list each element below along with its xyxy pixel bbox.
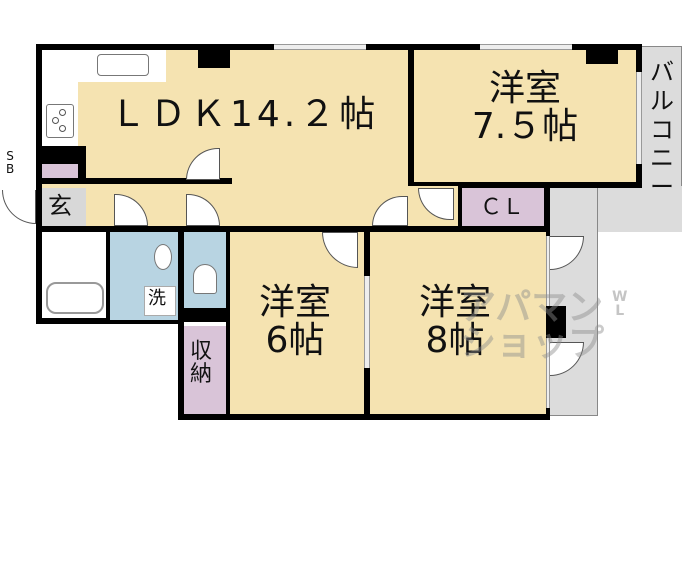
wall-hall-top — [42, 178, 232, 184]
room-label-ldk: ＬＤＫ14.２帖 — [110, 94, 380, 135]
wall-toilet-bottom — [178, 308, 228, 322]
wall-bottom — [178, 414, 550, 420]
wall-ldk-w1 — [408, 44, 414, 186]
pillar — [586, 44, 618, 64]
room-label-entrance: 玄 — [48, 192, 72, 220]
pillar — [546, 306, 566, 338]
stove-icon — [46, 104, 74, 138]
wall-w1-bottom — [408, 182, 642, 188]
washbasin-icon — [154, 244, 172, 270]
balcony-inner-cut — [600, 234, 690, 424]
watermark-logo: アパマン ショップ — [460, 290, 604, 362]
room-label-washroom: 洗 — [148, 288, 166, 309]
balcony-side — [548, 186, 598, 416]
label-balcony: バ ル コ ニ ー — [650, 58, 674, 202]
wall-cl-left — [456, 182, 462, 232]
closet-cl — [458, 188, 546, 228]
pillar — [198, 50, 230, 68]
wall-w2-left — [226, 232, 230, 418]
room-label-western-6: 洋室 6帖 — [258, 282, 331, 361]
sink-icon — [97, 54, 149, 76]
storage — [184, 326, 226, 414]
entrance-door[interactable] — [2, 190, 36, 224]
washer-spot — [144, 286, 176, 316]
watermark-side: W L — [612, 289, 628, 319]
label-shoe-box: S B — [6, 149, 15, 176]
watermark-line2: ショップ — [460, 323, 605, 364]
entrance — [42, 188, 86, 226]
window-w1[interactable] — [480, 44, 572, 50]
wall-left — [36, 44, 42, 324]
shoe-box — [42, 164, 78, 178]
room-western-8 — [370, 232, 546, 414]
wall-cl-right — [544, 182, 550, 232]
wall-hall-bottom — [36, 226, 548, 232]
room-label-storage: 収 納 — [190, 339, 213, 388]
window-ldk[interactable] — [274, 44, 366, 50]
bathtub-icon — [46, 282, 104, 314]
watermark-line1: アパマン — [460, 287, 604, 328]
room-label-western-8: 洋室 8帖 — [418, 282, 491, 361]
room-label-western-7-5: 洋室 7.５帖 — [471, 68, 579, 147]
toilet-icon — [193, 264, 217, 294]
wall-bath-right — [106, 232, 110, 322]
room-western-7-5 — [414, 50, 636, 182]
room-label-closet: ＣＬ — [479, 195, 524, 220]
window-w1-side[interactable] — [636, 72, 642, 164]
wall-wash-right — [178, 232, 184, 418]
sliding-door-w2-w3[interactable] — [364, 276, 370, 368]
